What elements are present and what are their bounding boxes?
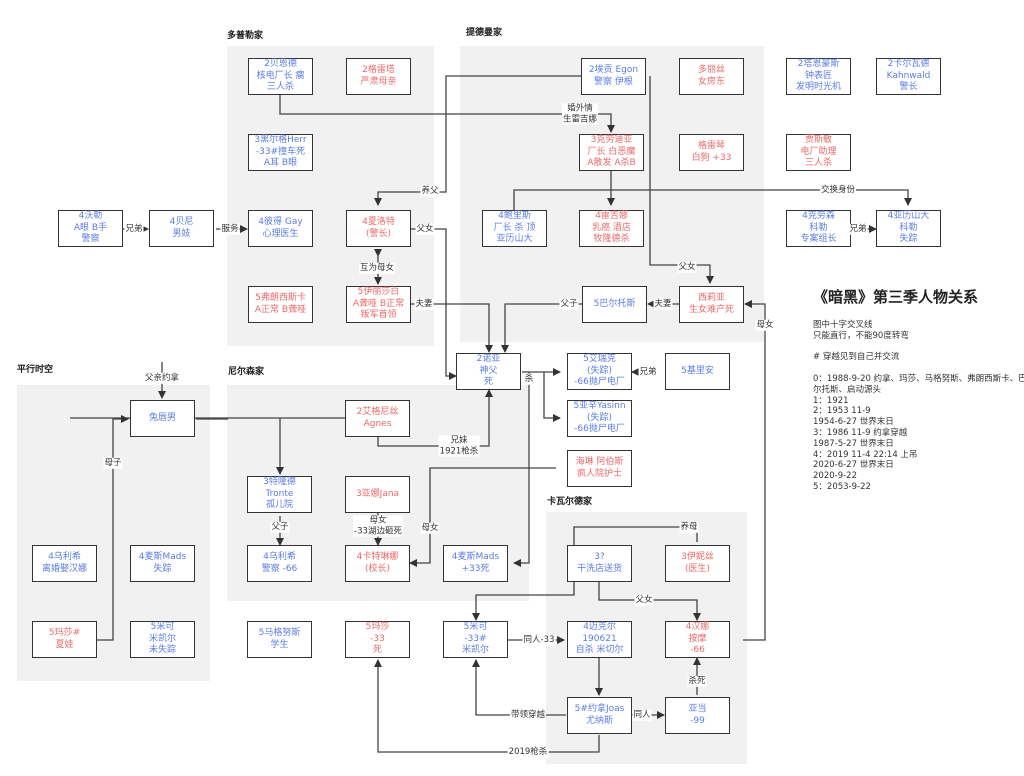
node-magnus[interactable]: 5马格努斯 学生: [247, 621, 312, 658]
node-benni[interactable]: 4贝尼 男妓: [149, 210, 214, 247]
node-regina[interactable]: 4雷吉娜 乳癌 酒店 牧隆德杀: [579, 210, 644, 247]
node-hare-lip-man[interactable]: 兔唇男: [130, 400, 195, 437]
diagram-title: 《暗黑》第三季人物关系: [813, 288, 979, 306]
node-ulrich-parallel[interactable]: 4乌利希 离婚娶汉娜: [32, 545, 97, 582]
label-same-person-33: 同人-33: [522, 634, 556, 646]
node-erik[interactable]: 5艾瑞克 (失踪) -66抛尸电厂: [567, 353, 632, 390]
node-kahnwald-chief[interactable]: 2卡尔瓦德 Kahnwald 警长: [876, 58, 941, 95]
label-father-son-1: 父子: [559, 298, 579, 310]
node-jonas[interactable]: 5#约拿Joas 尤纳斯: [567, 697, 632, 734]
node-jana[interactable]: 3亚娜Jana: [345, 476, 410, 513]
group-title-tiedemann: 提德曼家: [466, 28, 503, 38]
node-alexander[interactable]: 4亚历山大 科勒 失踪: [876, 210, 941, 247]
node-woller[interactable]: 4沃勒 A眼 B手 警察: [58, 210, 123, 247]
node-mads-parallel[interactable]: 4麦斯Mads 失踪: [130, 545, 195, 582]
label-father-jonas: 父亲约拿: [143, 372, 181, 384]
node-elisabeth[interactable]: 5伊丽莎白 A聋哑 B正常 叛军首领: [346, 286, 411, 323]
node-adam[interactable]: 亚当 -99: [665, 697, 730, 734]
node-franziska[interactable]: 5弗朗西斯卡 A正常 B聋哑: [248, 286, 313, 323]
label-kill-1: 杀: [523, 373, 535, 385]
label-swap: 交换身份: [819, 184, 857, 196]
node-mads[interactable]: 4麦斯Mads +33死: [443, 545, 508, 582]
label-adoptive-mother: 养母: [679, 521, 699, 533]
label-adoptive-father: 养父: [420, 185, 440, 197]
node-hannah[interactable]: 4汉娜 按摩 -66: [665, 621, 730, 658]
label-affair: 婚外情 生雷吉娜: [561, 103, 599, 125]
edge-kill-yasin: [543, 372, 561, 422]
node-peter[interactable]: 4彼得 Gay 心理医生: [248, 210, 313, 247]
label-brothers-1: 兄弟: [124, 223, 144, 235]
node-tronte[interactable]: 3特隆德 Tronte 孤儿院: [247, 476, 312, 513]
node-clausen[interactable]: 4克劳森 科勒 专案组长: [786, 210, 851, 247]
node-ines[interactable]: 3伊妮丝 (医生): [665, 545, 730, 582]
group-title-parallel: 平行时空: [17, 365, 54, 375]
label-mother-daughter-3: 母女 -33湖边砸死: [353, 515, 403, 537]
label-same-person: 同人: [632, 709, 652, 721]
label-siblings: 兄妹 1921枪杀: [438, 435, 480, 457]
node-martha-parallel[interactable]: 5玛莎# 夏娃: [32, 621, 97, 658]
label-couple-2: 夫妻: [653, 298, 673, 310]
node-boris[interactable]: 4鲍里斯 厂长 杀 顶 亚历山大: [482, 210, 547, 247]
label-father-son-2: 父子: [270, 521, 290, 533]
label-mother-daughter-1: 互为母女: [358, 262, 396, 274]
node-tannhaus[interactable]: 2塔恩豪斯 钟表匠 发明时光机: [786, 58, 851, 95]
node-noah[interactable]: 2诺亚 神父 死: [456, 353, 521, 390]
node-bernd[interactable]: 2贝恩德 核电厂长 瘸 三人杀: [248, 58, 313, 95]
node-dryclean[interactable]: 3? 干洗店送货: [567, 545, 632, 582]
node-kilian[interactable]: 5基里安: [665, 353, 730, 390]
label-shot-2019: 2019枪杀: [507, 746, 549, 758]
node-hanno[interactable]: 海琳 阿伯斯 疯人院护士: [567, 450, 632, 487]
node-jasmin[interactable]: 贾斯敏 电厂助理 三人杀: [786, 134, 851, 171]
label-father-daughter-3: 父女: [634, 594, 654, 606]
label-brothers-2: 兄弟: [848, 223, 868, 235]
node-yasin[interactable]: 5亚辛Yasinn (失踪) -66抛尸电厂: [567, 400, 632, 437]
label-father-daughter-2: 父女: [677, 261, 697, 273]
node-agnes[interactable]: 2艾格尼丝 Agnes: [345, 400, 410, 437]
label-lead-travel: 带领穿越: [509, 709, 547, 721]
node-helge[interactable]: 3黑尔格Herr -33#撞车死 A耳 B眼: [248, 134, 313, 171]
node-gretchen[interactable]: 格雷琴 白狗 +33: [679, 134, 744, 171]
group-title-kahnwald: 卡瓦尔德家: [547, 497, 593, 507]
node-greta[interactable]: 2格雷塔 严肃母亲: [346, 58, 411, 95]
node-doris[interactable]: 多丽丝 女房东: [679, 58, 744, 95]
label-couple-1: 夫妻: [414, 298, 434, 310]
label-mother-son: 母子: [103, 457, 123, 469]
node-charlotte[interactable]: 4夏洛特 (警长): [346, 210, 411, 247]
node-bartosz[interactable]: 5巴尔托斯: [582, 286, 647, 323]
label-mother-daughter-4: 母女: [420, 522, 440, 534]
group-title-doppler: 多普勒家: [227, 31, 264, 41]
diagram-notes: 图中十字交叉线 只能直行，不能90度转弯 # 穿越见到自己并交流 0：1988-…: [813, 320, 1024, 492]
node-ulrich[interactable]: 4乌利希 警察 -66: [247, 545, 312, 582]
label-father-daughter-1: 父女: [415, 223, 435, 235]
group-title-nielsen: 尼尔森家: [228, 367, 265, 377]
label-service: 服务: [220, 223, 240, 235]
node-michael[interactable]: 4迈克尔 190621 自杀 米切尔: [567, 621, 632, 658]
node-silja[interactable]: 西莉亚 生女难产死: [679, 286, 744, 323]
node-martha[interactable]: 5玛莎 -33 死: [345, 621, 410, 658]
label-brothers-3: 兄弟: [638, 366, 658, 378]
node-egon[interactable]: 2埃贡 Egon 警察 伊根: [581, 58, 646, 95]
node-mikkel[interactable]: 5米可 -33# 米凯尔: [443, 621, 508, 658]
node-katharina[interactable]: 4卡特琳娜 (校长): [345, 545, 410, 582]
node-claudia[interactable]: 3克劳迪亚 厂长 白恶魔 A散发 A杀B: [579, 134, 644, 171]
label-killed: 杀死: [687, 675, 707, 687]
label-mother-daughter-2: 母女: [755, 319, 775, 331]
node-mikkel-parallel[interactable]: 5米可 米凯尔 未失踪: [130, 621, 195, 658]
